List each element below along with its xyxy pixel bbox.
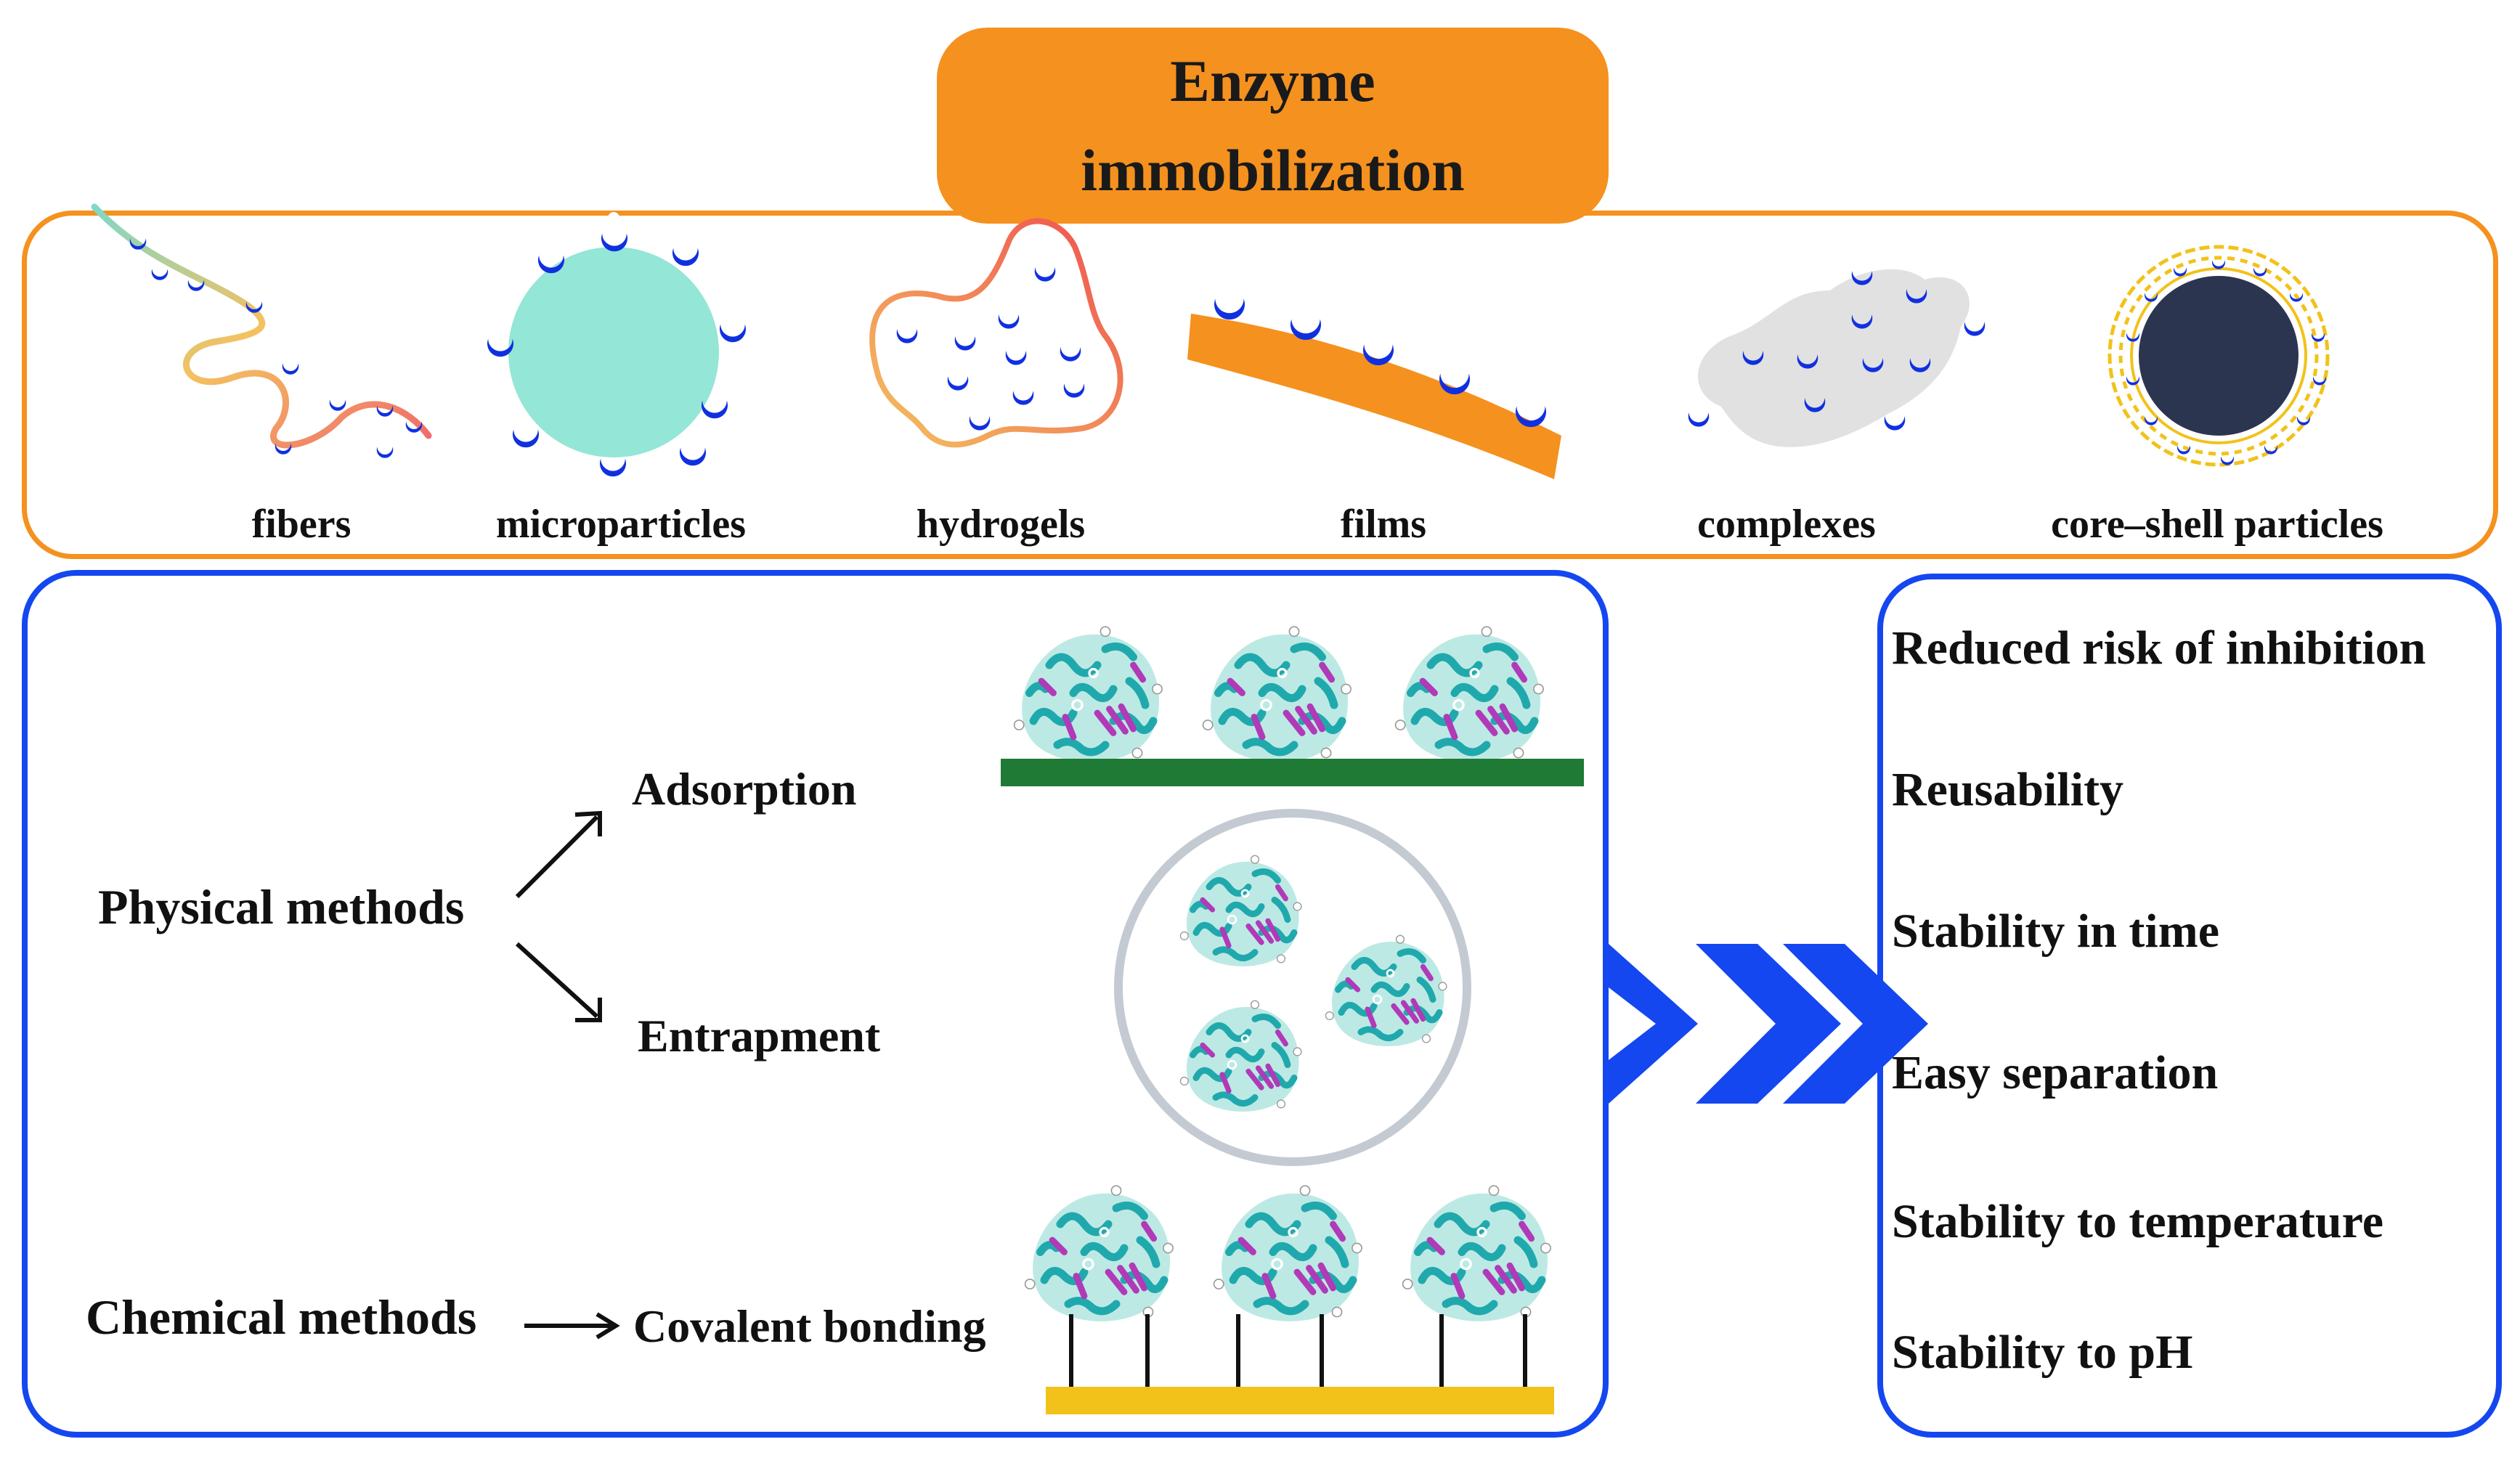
entrapment-label: Entrapment: [638, 1010, 881, 1061]
support-label-hydrogels: hydrogels: [916, 502, 1086, 547]
chemical-methods-label: Chemical methods: [86, 1289, 477, 1345]
benefit-stability-temperature: Stability to temperature: [1892, 1195, 2383, 1248]
benefit-stability-time: Stability in time: [1892, 905, 2220, 958]
covalent-bonding-illustration: [1025, 1186, 1554, 1414]
benefit-easy-separation: Easy separation: [1892, 1046, 2219, 1099]
title-box: Enzyme immobilization: [937, 28, 1609, 224]
microparticle-support-icon: [487, 212, 746, 477]
support-types-panel: [22, 211, 2498, 559]
benefit-reusability: Reusability: [1892, 763, 2124, 816]
support-label-microparticles: microparticles: [495, 502, 747, 547]
benefits-panel: [1877, 574, 2502, 1438]
support-label-core-shell: core–shell particles: [2051, 502, 2383, 547]
methods-panel: [22, 570, 1609, 1438]
adsorption-label: Adsorption: [632, 763, 857, 815]
title-line-2: immobilization: [1081, 137, 1465, 203]
title-line-1: Enzyme: [1170, 48, 1375, 114]
covalent-bonding-label: Covalent bonding: [633, 1300, 986, 1352]
support-label-fibers: fibers: [251, 502, 351, 547]
fiber-support-icon: [91, 203, 432, 458]
adsorption-illustration: [1001, 627, 1584, 786]
hydrogel-support-icon: [869, 218, 1123, 448]
benefit-stability-ph: Stability to pH: [1892, 1326, 2193, 1379]
physical-methods-arrows: [515, 810, 602, 1022]
support-label-complexes: complexes: [1697, 502, 1876, 547]
core-shell-particle-icon: [2108, 245, 2330, 467]
film-support-icon: [1187, 298, 1561, 479]
complex-support-icon: [1688, 269, 1985, 447]
support-label-films: films: [1340, 502, 1427, 547]
chemical-methods-arrow: [524, 1312, 620, 1340]
physical-methods-label: Physical methods: [98, 879, 465, 934]
benefit-reduced-inhibition: Reduced risk of inhibition: [1892, 622, 2426, 675]
entrapment-illustration: [1114, 809, 1471, 1166]
chevron-arrows-icon: [1609, 944, 1928, 1104]
